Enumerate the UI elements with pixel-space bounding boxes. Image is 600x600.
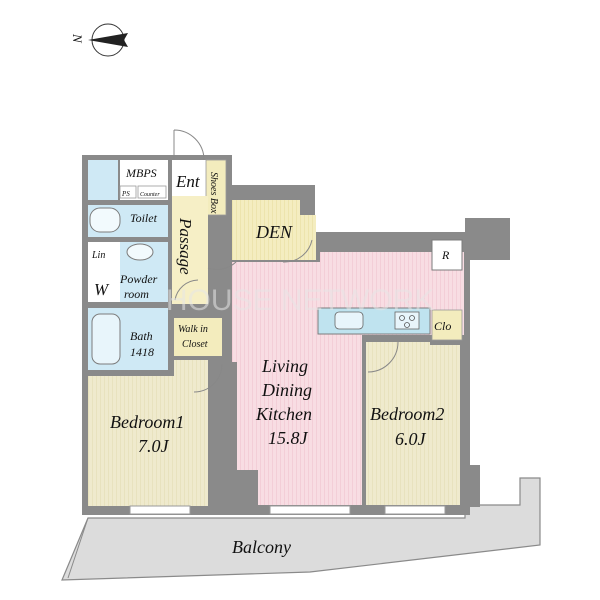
w-label: W bbox=[94, 280, 110, 299]
mbps-label: MBPS bbox=[125, 166, 157, 180]
walk-in-closet-floor bbox=[174, 318, 222, 356]
bath-label-1: Bath bbox=[130, 329, 153, 343]
powder-label-2: room bbox=[124, 287, 149, 301]
labels: MBPS PS Counter Ent Shoes Box Toilet Pas… bbox=[91, 166, 451, 557]
passage-floor bbox=[172, 196, 208, 304]
kitchen-sink-icon bbox=[334, 311, 364, 330]
bathtub-icon bbox=[91, 313, 121, 365]
toilet-label: Toilet bbox=[130, 211, 158, 225]
balcony-label: Balcony bbox=[232, 537, 291, 557]
ldk-label-2: Dining bbox=[261, 380, 312, 400]
counter-label: Counter bbox=[140, 192, 160, 198]
ent-label: Ent bbox=[175, 172, 201, 191]
den-label: DEN bbox=[255, 222, 293, 242]
entrance-floor bbox=[172, 160, 212, 196]
toilet-icon bbox=[89, 207, 121, 233]
bedroom1-floor bbox=[88, 376, 208, 506]
shoes-box bbox=[205, 159, 227, 216]
compass: N bbox=[70, 23, 128, 57]
compass-arrow-icon bbox=[88, 33, 128, 47]
r-label: R bbox=[441, 248, 450, 262]
entrance-door bbox=[173, 129, 205, 161]
north-label: N bbox=[70, 33, 85, 44]
bedroom1-label-2: 7.0J bbox=[138, 436, 170, 456]
door-swings bbox=[174, 239, 399, 393]
sink-icon bbox=[126, 243, 154, 261]
ldk-label-1: Living bbox=[261, 356, 308, 376]
den-floor bbox=[232, 200, 316, 260]
bedroom2-label-2: 6.0J bbox=[395, 429, 427, 449]
lin-label: Lin bbox=[91, 250, 105, 261]
windows bbox=[129, 505, 446, 515]
ps-label: PS bbox=[121, 190, 130, 198]
refrigerator-icon bbox=[431, 239, 463, 271]
wic-label-1: Walk in bbox=[178, 324, 208, 335]
bedroom1-label-1: Bedroom1 bbox=[110, 412, 184, 432]
ldk-label-3: Kitchen bbox=[255, 404, 312, 424]
bedroom2-label-1: Bedroom2 bbox=[370, 404, 444, 424]
closet-floor bbox=[431, 309, 463, 341]
clo-label: Clo bbox=[434, 319, 451, 333]
shoes-box-label: Shoes Box bbox=[208, 172, 219, 214]
powder-label-1: Powder bbox=[119, 272, 158, 286]
passage-label: Passage bbox=[176, 217, 195, 275]
bath-label-2: 1418 bbox=[130, 345, 154, 359]
wic-label-2: Closet bbox=[182, 339, 208, 350]
stove-icon bbox=[394, 311, 420, 330]
ldk-label-4: 15.8J bbox=[268, 428, 309, 448]
watermark: HOUSE NETWORK bbox=[166, 284, 434, 317]
bedroom2-floor bbox=[366, 342, 460, 505]
